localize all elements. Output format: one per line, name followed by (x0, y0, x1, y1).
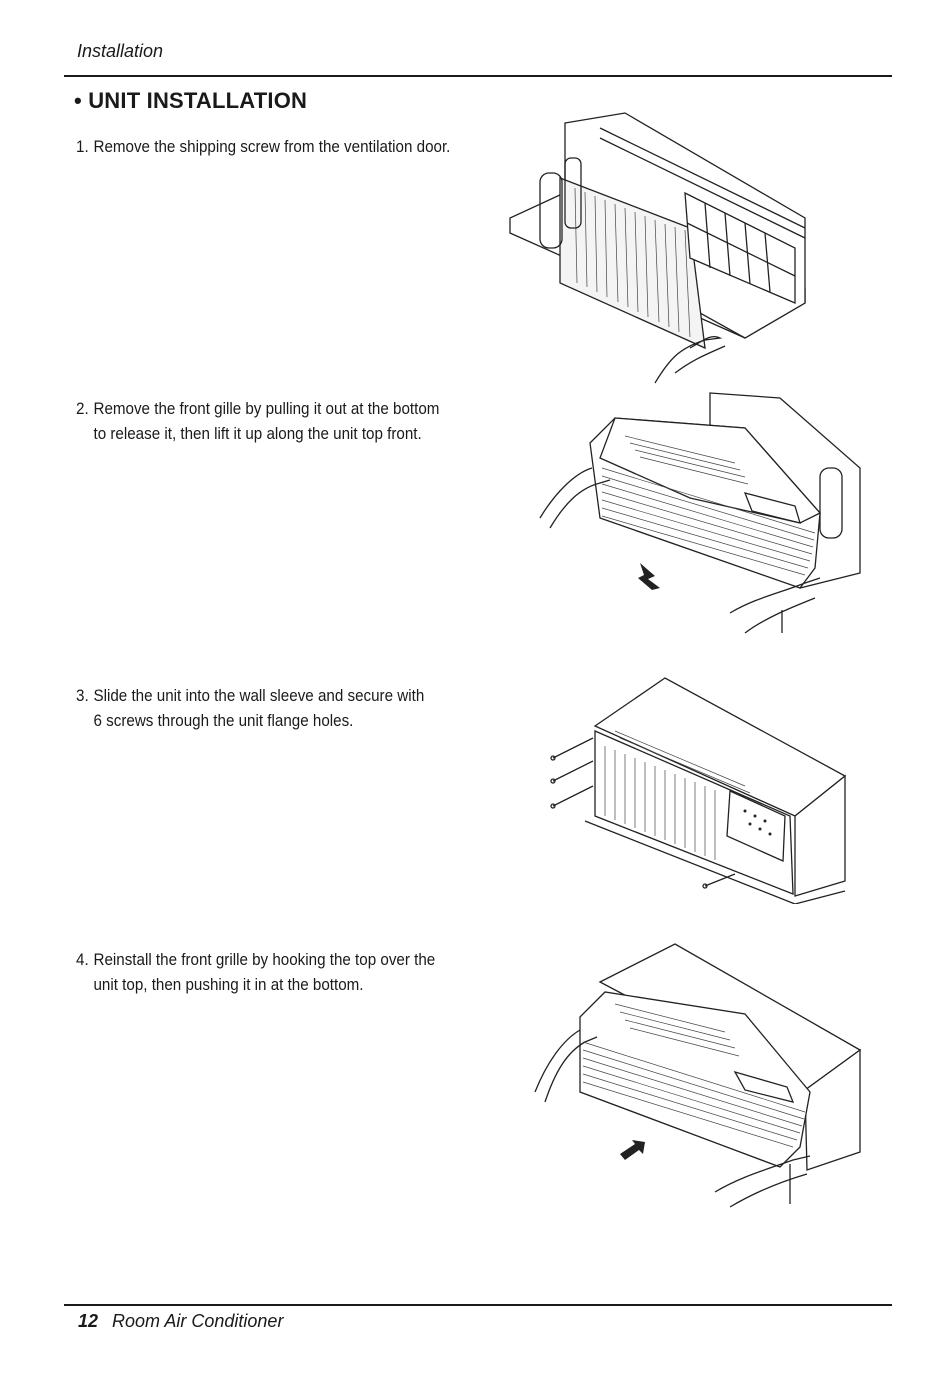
header-rule (64, 75, 892, 77)
step-2: 2.Remove the front gille by pulling it o… (76, 397, 472, 447)
step-text-continued: to release it, then lift it up along the… (93, 425, 422, 443)
step-1: 1.Remove the shipping screw from the ven… (76, 135, 472, 160)
step-3: 3.Slide the unit into the wall sleeve an… (76, 684, 472, 734)
unit-open-chassis-illustration (509, 112, 806, 384)
page-footer: 12 Room Air Conditioner (78, 1311, 283, 1332)
remove-front-grille-illustration (539, 392, 861, 634)
footer-rule (64, 1304, 892, 1306)
page-heading: • UNIT INSTALLATION (74, 88, 308, 113)
step-number: 3. (76, 687, 89, 705)
step-number: 1. (76, 138, 89, 156)
step-4: 4.Reinstall the front grille by hooking … (76, 948, 472, 998)
page-number: 12 (78, 1311, 99, 1331)
step-number: 4. (76, 951, 89, 969)
step-text: Remove the front gille by pulling it out… (93, 400, 440, 418)
step-number: 2. (76, 400, 89, 418)
step-text-continued: 6 screws through the unit flange holes. (93, 712, 354, 730)
footer-title: Room Air Conditioner (112, 1311, 284, 1331)
unit-in-wall-sleeve-illustration (550, 677, 847, 904)
step-text: Reinstall the front grille by hooking th… (93, 951, 436, 969)
section-label: Installation (77, 41, 164, 61)
reinstall-front-grille-illustration (534, 943, 862, 1208)
step-text-continued: unit top, then pushing it in at the bott… (93, 976, 364, 994)
step-text: Slide the unit into the wall sleeve and … (93, 687, 425, 705)
step-text: Remove the shipping screw from the venti… (93, 138, 451, 156)
